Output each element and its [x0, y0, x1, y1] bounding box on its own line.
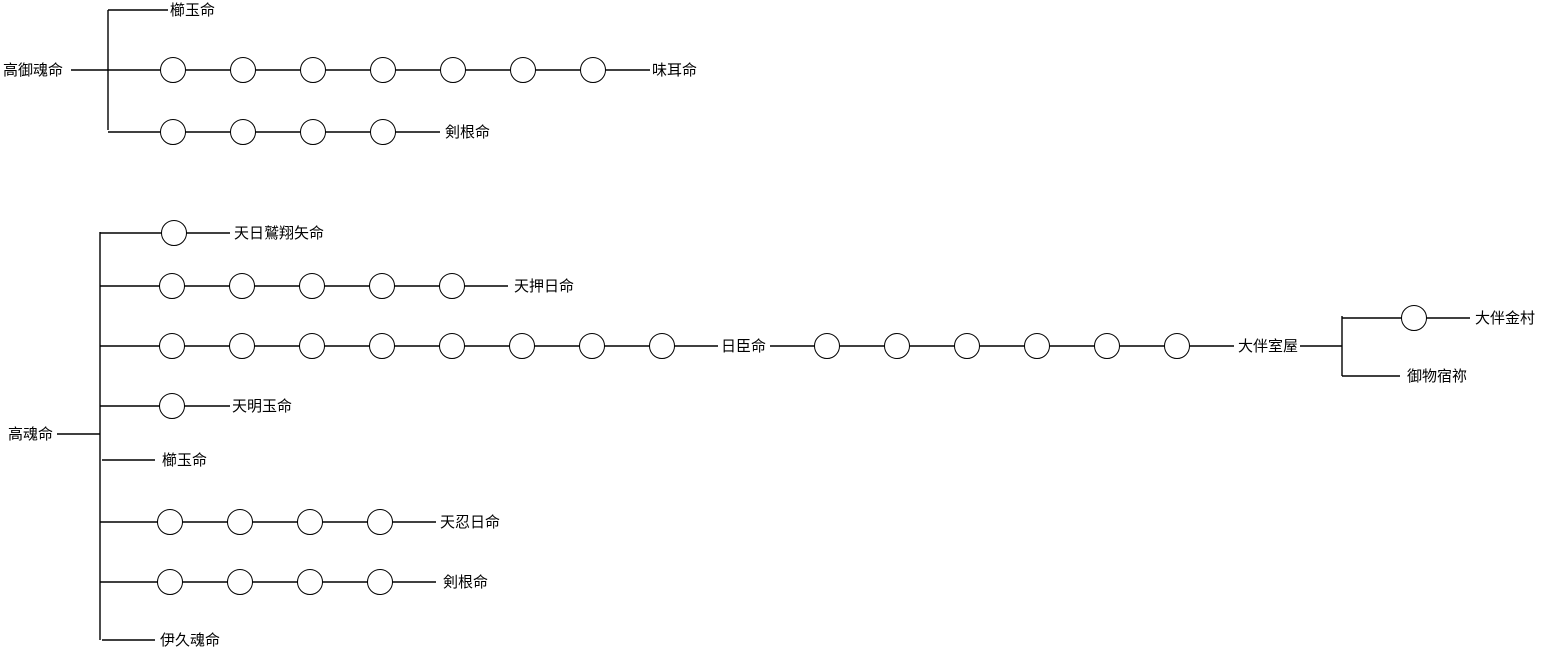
tree2-branch-2-node-4 — [369, 273, 395, 299]
tree2-branch-2-node-5 — [439, 273, 465, 299]
tree1-branch-3-label: 剣根命 — [445, 123, 490, 141]
tree2-branch-2-node-3 — [299, 273, 325, 299]
tree1-branch-3-node-4 — [370, 119, 396, 145]
tree2-branch-7-node-1 — [157, 569, 183, 595]
continuation-node-3 — [954, 333, 980, 359]
tree1-branch-3-node-3 — [300, 119, 326, 145]
continuation-node-6 — [1164, 333, 1190, 359]
continuation-node-1 — [814, 333, 840, 359]
tree2-branch-3-label: 日臣命 — [721, 337, 766, 355]
tree2-branch-1-label: 天日鷲翔矢命 — [234, 224, 324, 242]
tree1-branch-1-label: 櫛玉命 — [170, 1, 215, 19]
tree2-branch-6-node-1 — [157, 509, 183, 535]
tree2-root-label: 高魂命 — [8, 425, 53, 443]
tree2-branch-2-node-2 — [229, 273, 255, 299]
continuation-node-2 — [884, 333, 910, 359]
tree2-branch-4-label: 天明玉命 — [232, 397, 292, 415]
tree1-branch-2-node-6 — [510, 57, 536, 83]
continuation-label: 大伴室屋 — [1238, 337, 1298, 355]
tree2-branch-1-node-1 — [161, 220, 187, 246]
tree2-branch-3-node-7 — [579, 333, 605, 359]
tree2-branch-6-node-2 — [227, 509, 253, 535]
tree2-branch-7-node-2 — [227, 569, 253, 595]
tree1-branch-2-node-4 — [370, 57, 396, 83]
continuation-node-5 — [1094, 333, 1120, 359]
tree2-branch-2-label: 天押日命 — [514, 277, 574, 295]
continuation-child-2-label: 御物宿祢 — [1407, 367, 1467, 385]
tree2-branch-3-node-1 — [159, 333, 185, 359]
tree2-branch-3-node-2 — [229, 333, 255, 359]
tree1-branch-2-node-2 — [230, 57, 256, 83]
tree2-branch-3-node-4 — [369, 333, 395, 359]
tree2-branch-5-label: 櫛玉命 — [162, 451, 207, 469]
tree2-branch-3-node-6 — [509, 333, 535, 359]
tree2-branch-7-label: 剣根命 — [443, 573, 488, 591]
tree2-branch-6-node-3 — [297, 509, 323, 535]
tree2-branch-4-node-1 — [159, 393, 185, 419]
tree1-branch-3-node-2 — [230, 119, 256, 145]
tree1-branch-3-node-1 — [160, 119, 186, 145]
tree2-branch-2-node-1 — [159, 273, 185, 299]
tree2-branch-3-node-5 — [439, 333, 465, 359]
continuation-child-1-label: 大伴金村 — [1475, 309, 1535, 327]
tree1-root-label: 高御魂命 — [3, 61, 63, 79]
tree2-branch-8-label: 伊久魂命 — [160, 631, 220, 649]
tree1-branch-2-node-3 — [300, 57, 326, 83]
tree2-branch-6-label: 天忍日命 — [440, 513, 500, 531]
tree2-branch-6-node-4 — [367, 509, 393, 535]
tree1-branch-2-node-5 — [440, 57, 466, 83]
continuation-child-1-node-1 — [1401, 305, 1427, 331]
tree1-branch-2-node-1 — [160, 57, 186, 83]
tree2-branch-7-node-4 — [367, 569, 393, 595]
tree1-branch-2-label: 味耳命 — [652, 61, 697, 79]
continuation-node-4 — [1024, 333, 1050, 359]
tree2-branch-3-node-8 — [649, 333, 675, 359]
tree2-branch-7-node-3 — [297, 569, 323, 595]
tree2-branch-3-node-3 — [299, 333, 325, 359]
tree1-branch-2-node-7 — [580, 57, 606, 83]
